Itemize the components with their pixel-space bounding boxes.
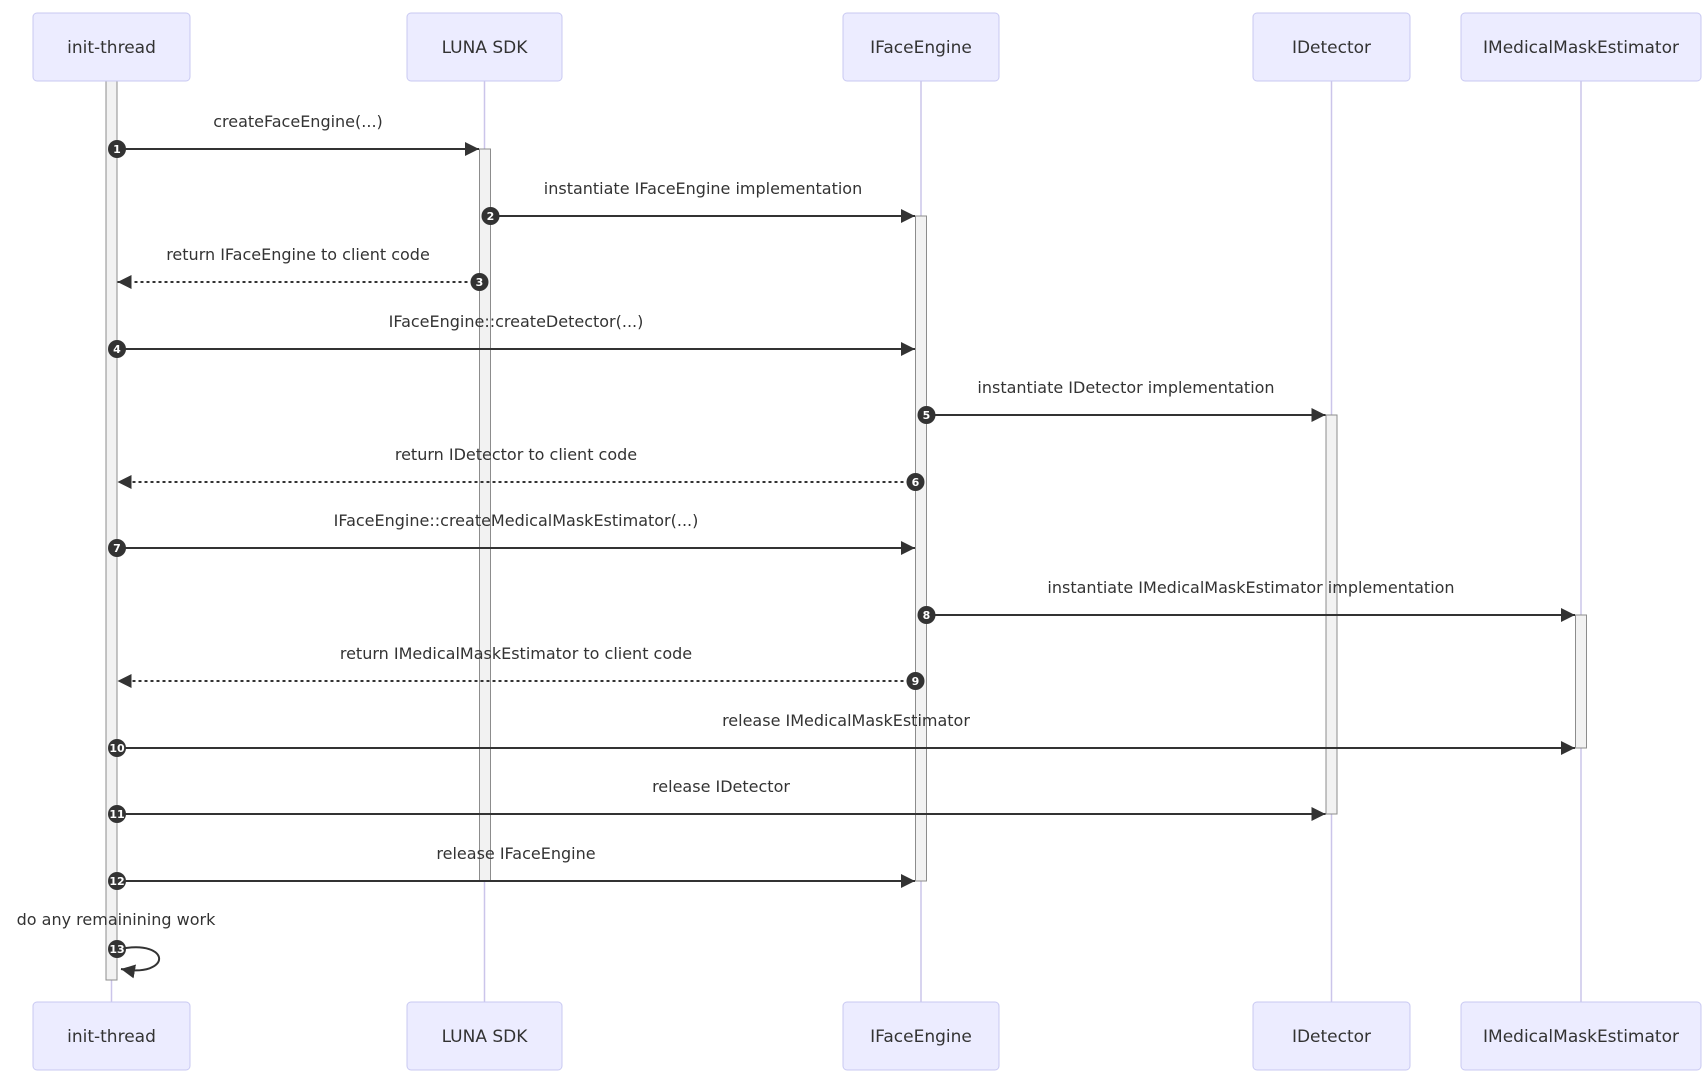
participant-box — [32, 12, 191, 82]
message-9: return IMedicalMaskEstimator to client c… — [117, 644, 925, 690]
participant-box — [842, 12, 1000, 82]
participants-bottom: init-thread LUNA SDK IFaceEngine IDetect… — [32, 1001, 1702, 1071]
message-6: return IDetector to client code 6 — [117, 445, 925, 491]
participant-label: IFaceEngine — [870, 1027, 972, 1047]
self-loop-arrow — [119, 946, 161, 979]
message-1: createFaceEngine(...) 1 — [108, 112, 479, 158]
sequence-number-badge — [906, 473, 925, 491]
participant-label: LUNA SDK — [442, 1027, 529, 1047]
sequence-number-badge — [906, 672, 925, 690]
sequence-number: 1 — [113, 143, 121, 156]
message-10: release IMedicalMaskEstimator 10 — [108, 711, 1575, 757]
activation-imedical-mask-estimator — [1575, 614, 1587, 749]
participants-top: init-thread LUNA SDK IFaceEngine IDetect… — [32, 12, 1702, 82]
activation-init-thread — [105, 80, 118, 981]
sequence-number-badge — [108, 940, 126, 958]
sequence-number: 8 — [923, 609, 931, 622]
sequence-number-badge — [108, 805, 126, 823]
message-3: return IFaceEngine to client code 3 — [117, 245, 489, 291]
participant-bottom-init-thread: init-thread — [32, 1001, 191, 1071]
sequence-number: 5 — [923, 409, 931, 422]
participant-label: IMedicalMaskEstimator — [1483, 1027, 1679, 1047]
participant-label: init-thread — [67, 38, 156, 58]
participant-box — [1252, 1001, 1411, 1071]
participant-top-imedical-mask-estimator: IMedicalMaskEstimator — [1460, 12, 1702, 82]
message-label: release IMedicalMaskEstimator — [722, 711, 970, 730]
message-label: instantiate IDetector implementation — [977, 378, 1274, 397]
message-label: return IMedicalMaskEstimator to client c… — [340, 644, 692, 663]
participant-bottom-imedical-mask-estimator: IMedicalMaskEstimator — [1460, 1001, 1702, 1071]
participant-box — [406, 1001, 563, 1071]
message-5: instantiate IDetector implementation 5 — [917, 378, 1326, 424]
sequence-number-badge — [470, 273, 489, 291]
participant-box — [32, 1001, 191, 1071]
participant-label: IDetector — [1292, 38, 1371, 58]
sequence-number: 7 — [113, 542, 121, 555]
lifelines — [110, 81, 1582, 1002]
participant-top-iface-engine: IFaceEngine — [842, 12, 1000, 82]
participant-box — [406, 12, 563, 82]
message-2: instantiate IFaceEngine implementation 2 — [481, 179, 915, 225]
sequence-number: 11 — [109, 808, 124, 821]
message-label: release IDetector — [652, 777, 790, 796]
participant-box — [842, 1001, 1000, 1071]
participant-top-idetector: IDetector — [1252, 12, 1411, 82]
participant-bottom-idetector: IDetector — [1252, 1001, 1411, 1071]
participant-top-luna-sdk: LUNA SDK — [406, 12, 563, 82]
participant-bottom-iface-engine: IFaceEngine — [842, 1001, 1000, 1071]
message-12: release IFaceEngine 12 — [108, 844, 915, 890]
sequence-number-badge — [108, 539, 126, 557]
participant-label: init-thread — [67, 1027, 156, 1047]
message-label: do any remainining work — [17, 910, 216, 929]
sequence-number: 10 — [109, 742, 125, 755]
participant-bottom-luna-sdk: LUNA SDK — [406, 1001, 563, 1071]
message-label: createFaceEngine(...) — [213, 112, 383, 131]
sequence-number-badge — [108, 140, 126, 158]
sequence-number-badge — [108, 872, 126, 890]
message-label: release IFaceEngine — [436, 844, 595, 863]
message-7: IFaceEngine::createMedicalMaskEstimator(… — [108, 511, 915, 557]
message-8: instantiate IMedicalMaskEstimator implem… — [917, 578, 1575, 624]
sequence-number-badge — [108, 340, 126, 358]
sequence-number: 2 — [487, 210, 495, 223]
participant-box — [1252, 12, 1411, 82]
participant-top-init-thread: init-thread — [32, 12, 191, 82]
message-label: return IDetector to client code — [395, 445, 637, 464]
sequence-number: 9 — [912, 675, 920, 688]
messages: createFaceEngine(...) 1 instantiate IFac… — [17, 112, 1575, 979]
message-label: IFaceEngine::createMedicalMaskEstimator(… — [334, 511, 699, 530]
message-4: IFaceEngine::createDetector(...) 4 — [108, 312, 915, 358]
message-13: do any remainining work 13 — [17, 910, 216, 979]
sequence-number-badge — [481, 207, 500, 225]
participant-box — [1460, 1001, 1702, 1071]
participant-label: LUNA SDK — [442, 38, 529, 58]
message-label: instantiate IFaceEngine implementation — [544, 179, 862, 198]
participant-label: IMedicalMaskEstimator — [1483, 38, 1679, 58]
activation-iface-engine — [915, 215, 927, 882]
message-11: release IDetector 11 — [108, 777, 1326, 823]
sequence-number-badge — [917, 606, 936, 624]
sequence-number: 6 — [912, 476, 920, 489]
participant-label: IFaceEngine — [870, 38, 972, 58]
sequence-number-badge — [917, 406, 936, 424]
participant-box — [1460, 12, 1702, 82]
sequence-number: 12 — [109, 875, 124, 888]
message-label: return IFaceEngine to client code — [166, 245, 430, 264]
sequence-number: 3 — [476, 276, 484, 289]
participant-label: IDetector — [1292, 1027, 1371, 1047]
sequence-number-badge — [108, 739, 126, 757]
message-label: IFaceEngine::createDetector(...) — [389, 312, 644, 331]
sequence-number: 13 — [109, 943, 124, 956]
message-label: instantiate IMedicalMaskEstimator implem… — [1047, 578, 1454, 597]
sequence-number: 4 — [113, 343, 121, 356]
